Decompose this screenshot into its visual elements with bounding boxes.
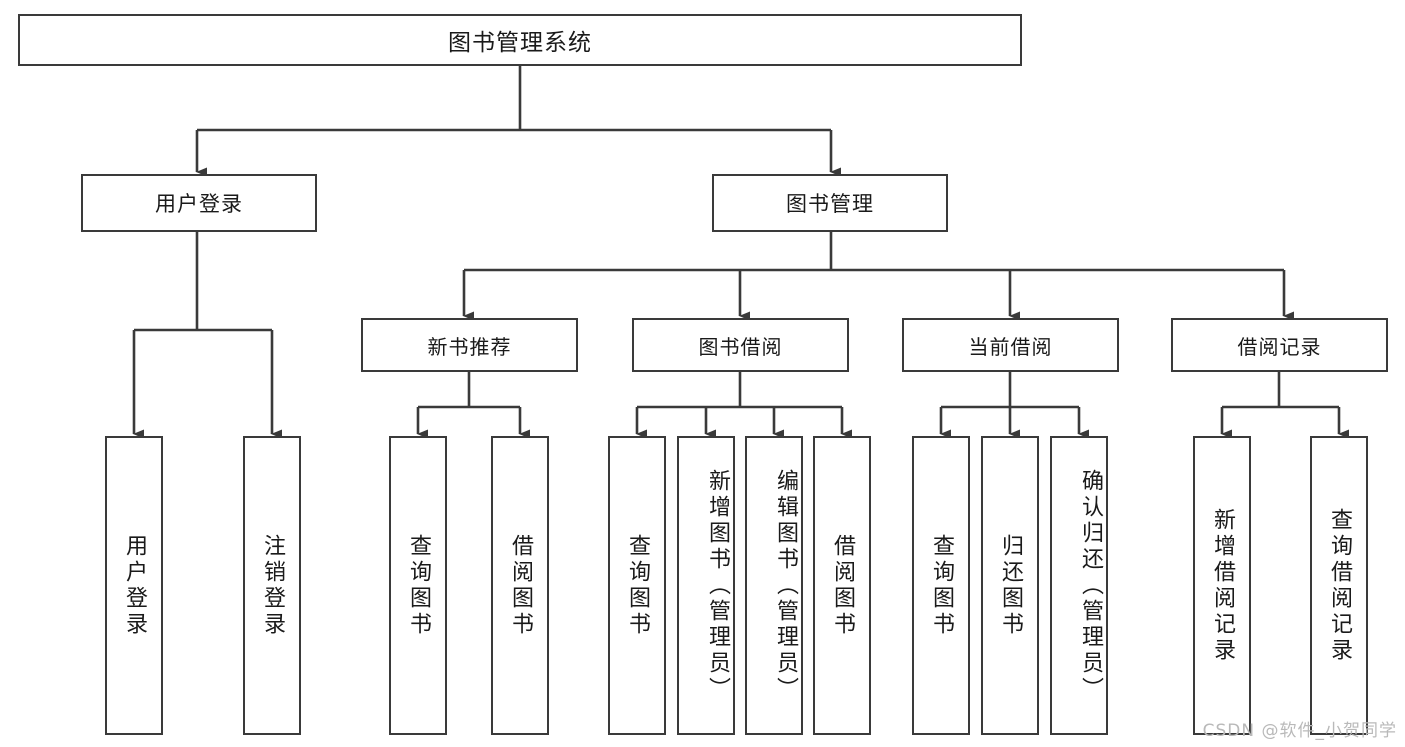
- node-leaf-user-login[interactable]: 用户登录: [105, 436, 163, 735]
- node-new-book-recommend[interactable]: 新书推荐: [361, 318, 578, 372]
- node-leaf-borrow-book[interactable]: 借阅图书: [813, 436, 871, 735]
- node-current-borrow[interactable]: 当前借阅: [902, 318, 1119, 372]
- csdn-watermark: CSDN @软件_小贺同学: [1202, 721, 1397, 741]
- node-leaf-logout[interactable]: 注销登录: [243, 436, 301, 735]
- node-leaf-query-book-recommend[interactable]: 查询图书: [389, 436, 447, 735]
- node-leaf-add-borrow-record[interactable]: 新增借阅记录: [1193, 436, 1251, 735]
- node-book-management[interactable]: 图书管理: [712, 174, 948, 232]
- node-leaf-query-book-current[interactable]: 查询图书: [912, 436, 970, 735]
- node-leaf-edit-book-admin[interactable]: 编辑图书（管理员）: [745, 436, 803, 735]
- node-leaf-return-book[interactable]: 归还图书: [981, 436, 1039, 735]
- node-leaf-add-book-admin[interactable]: 新增图书（管理员）: [677, 436, 735, 735]
- node-leaf-confirm-return-admin[interactable]: 确认归还（管理员）: [1050, 436, 1108, 735]
- node-leaf-query-book-borrow[interactable]: 查询图书: [608, 436, 666, 735]
- node-borrow-record[interactable]: 借阅记录: [1171, 318, 1388, 372]
- node-root-book-management-system[interactable]: 图书管理系统: [18, 14, 1022, 66]
- node-book-borrow[interactable]: 图书借阅: [632, 318, 849, 372]
- node-leaf-borrow-book-recommend[interactable]: 借阅图书: [491, 436, 549, 735]
- node-leaf-query-borrow-record[interactable]: 查询借阅记录: [1310, 436, 1368, 735]
- node-user-login[interactable]: 用户登录: [81, 174, 317, 232]
